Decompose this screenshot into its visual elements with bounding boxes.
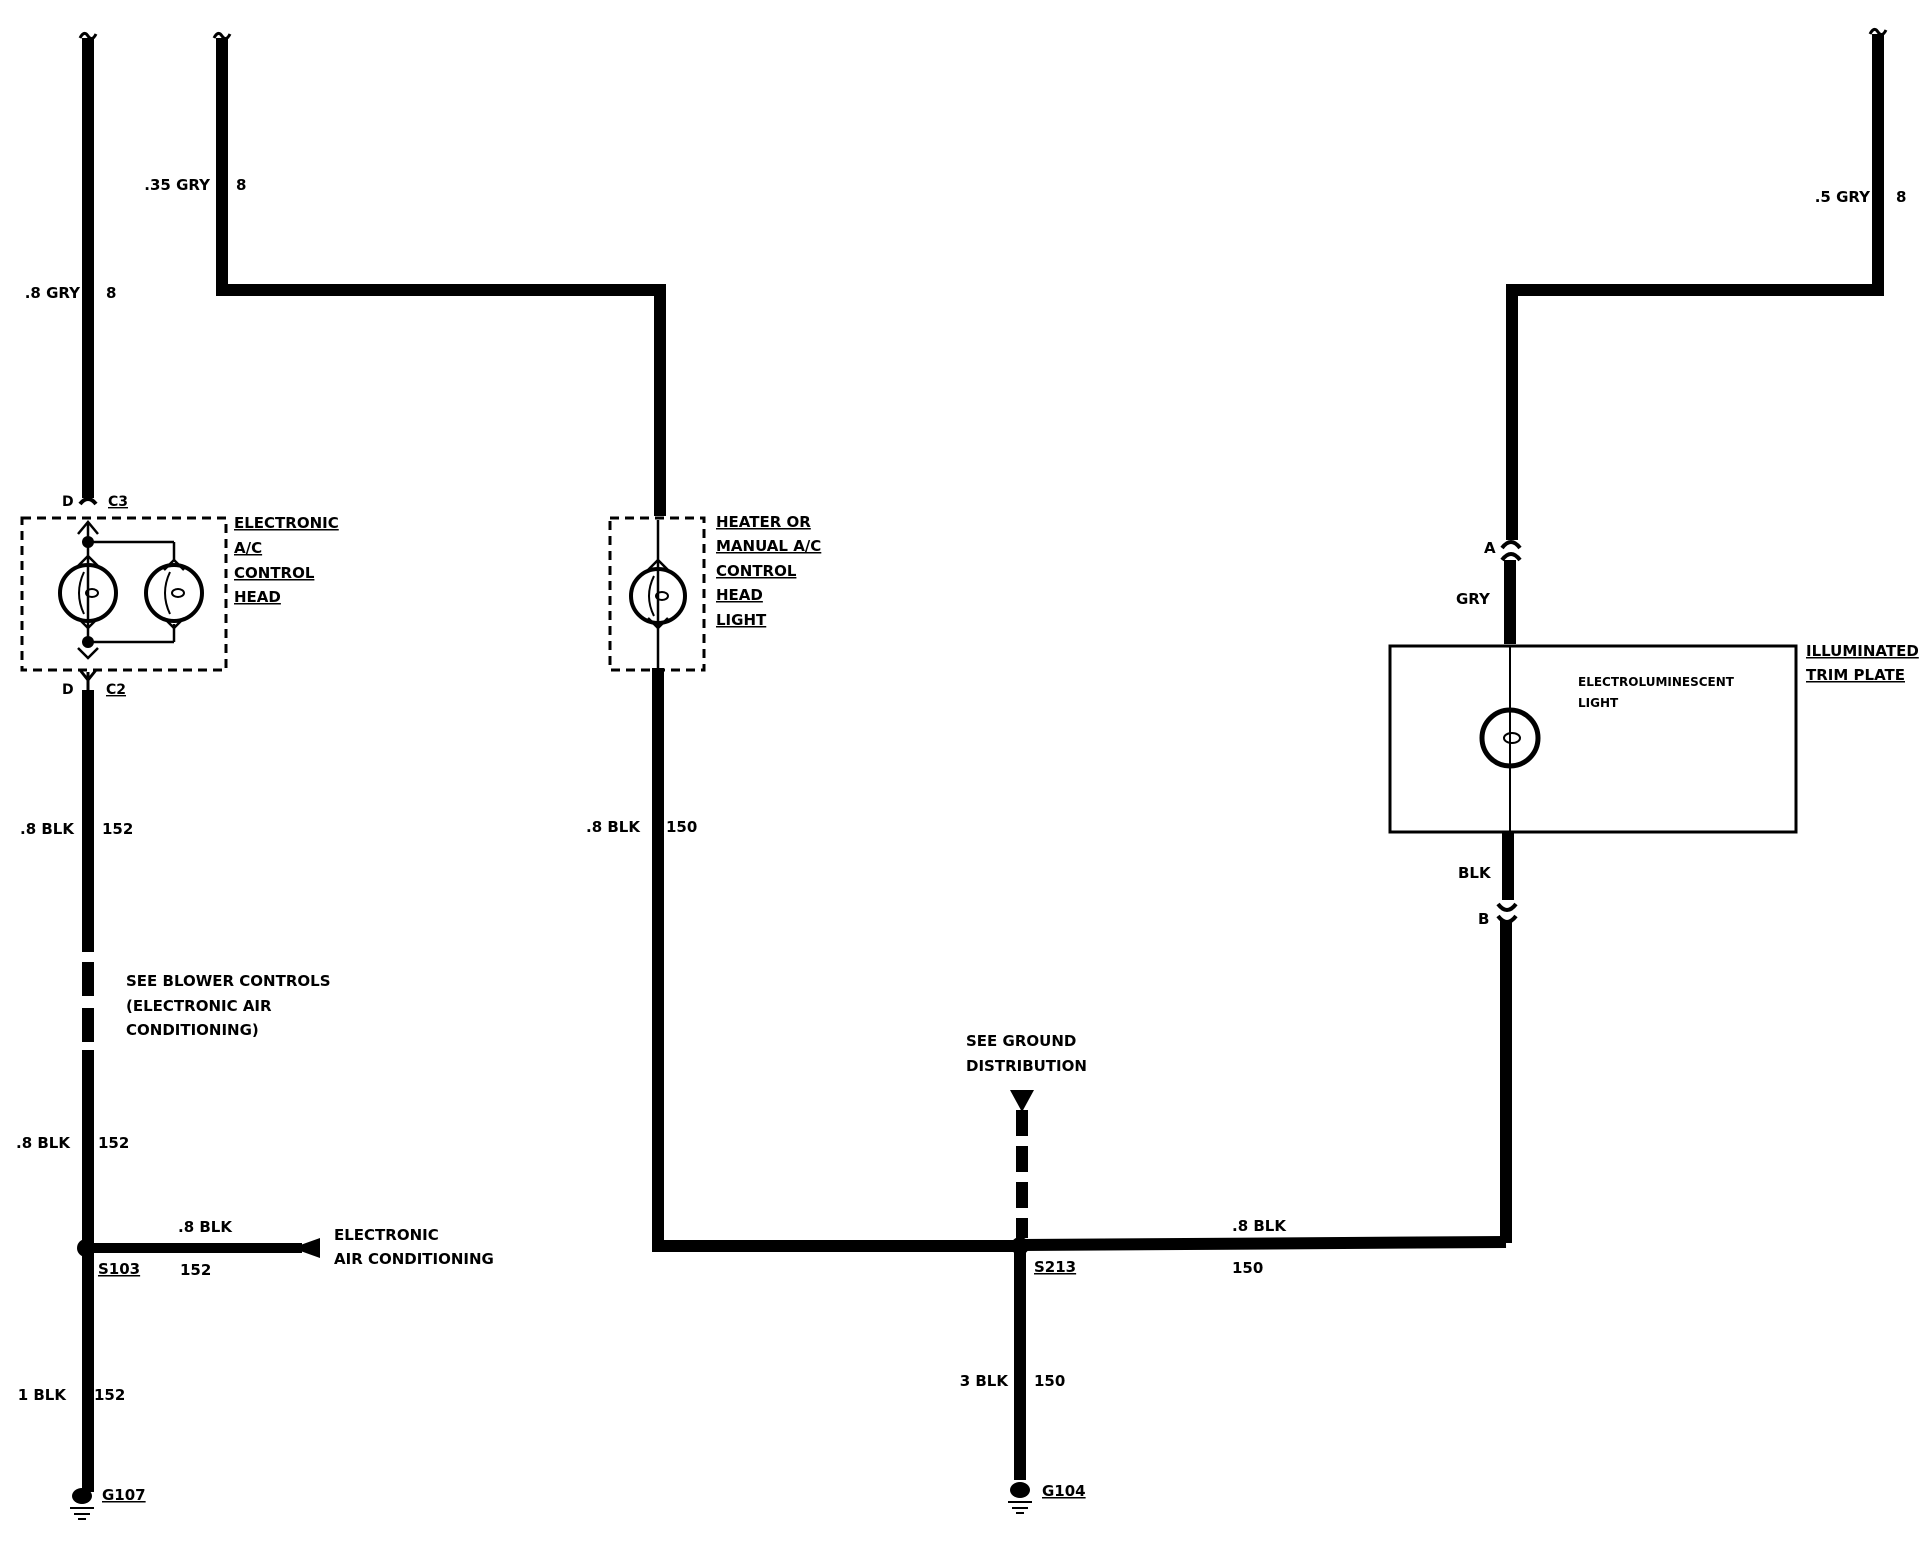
- svg-text:LIGHT: LIGHT: [716, 611, 767, 629]
- blower-controls-note: SEE BLOWER CONTROLS (ELECTRONIC AIR COND…: [126, 972, 331, 1039]
- electroluminescent-light-icon: [1479, 707, 1541, 769]
- ground-g104-label: G104: [1042, 1482, 1086, 1500]
- svg-text:SEE BLOWER CONTROLS: SEE BLOWER CONTROLS: [126, 972, 331, 990]
- illuminated-trim-plate: [1388, 644, 1798, 834]
- svg-text:MANUAL A/C: MANUAL A/C: [716, 537, 821, 555]
- bulb-icon: [629, 567, 687, 625]
- bulb-icon: [144, 563, 204, 623]
- svg-text:HEATER OR: HEATER OR: [716, 513, 811, 531]
- wire-label-circuit: 152: [180, 1261, 211, 1279]
- svg-text:CONTROL: CONTROL: [716, 562, 797, 580]
- wire-label-circuit: 152: [94, 1386, 125, 1404]
- heater-head-label: HEATER OR MANUAL A/C CONTROL HEAD LIGHT: [716, 513, 821, 629]
- svg-text:CONDITIONING): CONDITIONING): [126, 1021, 259, 1039]
- wire-label-circuit: 152: [98, 1134, 129, 1152]
- splice-s103-dot: [77, 1239, 95, 1257]
- wire-label-size: .8 BLK: [1232, 1217, 1287, 1235]
- svg-text:ELECTRONIC: ELECTRONIC: [334, 1226, 439, 1244]
- svg-text:HEAD: HEAD: [716, 586, 763, 604]
- wire-label-size: .8 GRY: [25, 284, 81, 302]
- ac-branch-wire: [88, 1238, 320, 1258]
- trim-wire-color: GRY: [1456, 590, 1491, 608]
- svg-text:HEAD: HEAD: [234, 588, 281, 606]
- trim-wire-color: BLK: [1458, 864, 1492, 882]
- svg-text:(ELECTRONIC AIR: (ELECTRONIC AIR: [126, 997, 272, 1015]
- electroluminescent-label: ELECTROLUMINESCENT LIGHT: [1578, 675, 1735, 710]
- svg-text:AIR CONDITIONING: AIR CONDITIONING: [334, 1250, 494, 1268]
- connector-a: [1500, 540, 1522, 562]
- wire-label-circuit: 8: [236, 176, 246, 194]
- connector-b: [1496, 902, 1518, 924]
- wire-label-size: .8 BLK: [16, 1134, 71, 1152]
- ground-icon: [70, 1488, 94, 1520]
- wire-label-circuit: 8: [1896, 188, 1906, 206]
- svg-text:ELECTRONIC: ELECTRONIC: [234, 514, 339, 532]
- svg-text:ELECTROLUMINESCENT: ELECTROLUMINESCENT: [1578, 675, 1735, 689]
- wire-left: [78, 31, 98, 1492]
- svg-text:A/C: A/C: [234, 539, 262, 557]
- wire-label-size: .35 GRY: [144, 176, 211, 194]
- trim-plate-label: ILLUMINATED TRIM PLATE: [1806, 642, 1919, 684]
- ground-icon: [1008, 1482, 1032, 1514]
- ground-g107-label: G107: [102, 1486, 146, 1504]
- svg-text:CONTROL: CONTROL: [234, 564, 315, 582]
- wire-label-circuit: 8: [106, 284, 116, 302]
- connector-pin: D: [62, 682, 74, 698]
- wire-label-size: 1 BLK: [18, 1386, 68, 1404]
- svg-text:TRIM PLATE: TRIM PLATE: [1806, 666, 1905, 684]
- wire-label-circuit: 150: [1034, 1372, 1065, 1390]
- wire-label-size: .8 BLK: [586, 818, 641, 836]
- bulb-icon: [58, 563, 118, 623]
- arrow-left-icon: [292, 1238, 320, 1258]
- splice-s213-label: S213: [1034, 1258, 1076, 1276]
- connector-pin: D: [62, 494, 74, 510]
- wire-label-circuit: 152: [102, 820, 133, 838]
- ground-distribution-note: SEE GROUND DISTRIBUTION: [966, 1032, 1087, 1075]
- wire-label-size: .8 BLK: [178, 1218, 233, 1236]
- splice-s103-label: S103: [98, 1260, 140, 1278]
- wire-label-size: .8 BLK: [20, 820, 75, 838]
- connector-a-label: A: [1484, 539, 1496, 557]
- arrow-down-icon: [1010, 1090, 1034, 1112]
- connector-b-label: B: [1478, 910, 1489, 928]
- svg-text:SEE GROUND: SEE GROUND: [966, 1032, 1076, 1050]
- heater-control-head: [608, 516, 706, 672]
- wire-label-circuit: 150: [666, 818, 697, 836]
- ground-distribution-link: [1010, 1090, 1034, 1238]
- electronic-ac-note: ELECTRONIC AIR CONDITIONING: [334, 1226, 494, 1268]
- wire-right: [1502, 27, 1888, 900]
- svg-text:LIGHT: LIGHT: [1578, 696, 1619, 710]
- connector-name: C2: [106, 682, 126, 698]
- svg-text:DISTRIBUTION: DISTRIBUTION: [966, 1057, 1087, 1075]
- svg-text:ILLUMINATED: ILLUMINATED: [1806, 642, 1919, 660]
- ac-control-head: [20, 497, 228, 690]
- connector-name: C3: [108, 494, 128, 510]
- wire-middle: [212, 31, 1512, 1252]
- wire-label-circuit: 150: [1232, 1259, 1263, 1277]
- ac-head-label: ELECTRONIC A/C CONTROL HEAD: [234, 514, 339, 606]
- wire-label-size: .5 GRY: [1815, 188, 1871, 206]
- wire-label-size: 3 BLK: [960, 1372, 1010, 1390]
